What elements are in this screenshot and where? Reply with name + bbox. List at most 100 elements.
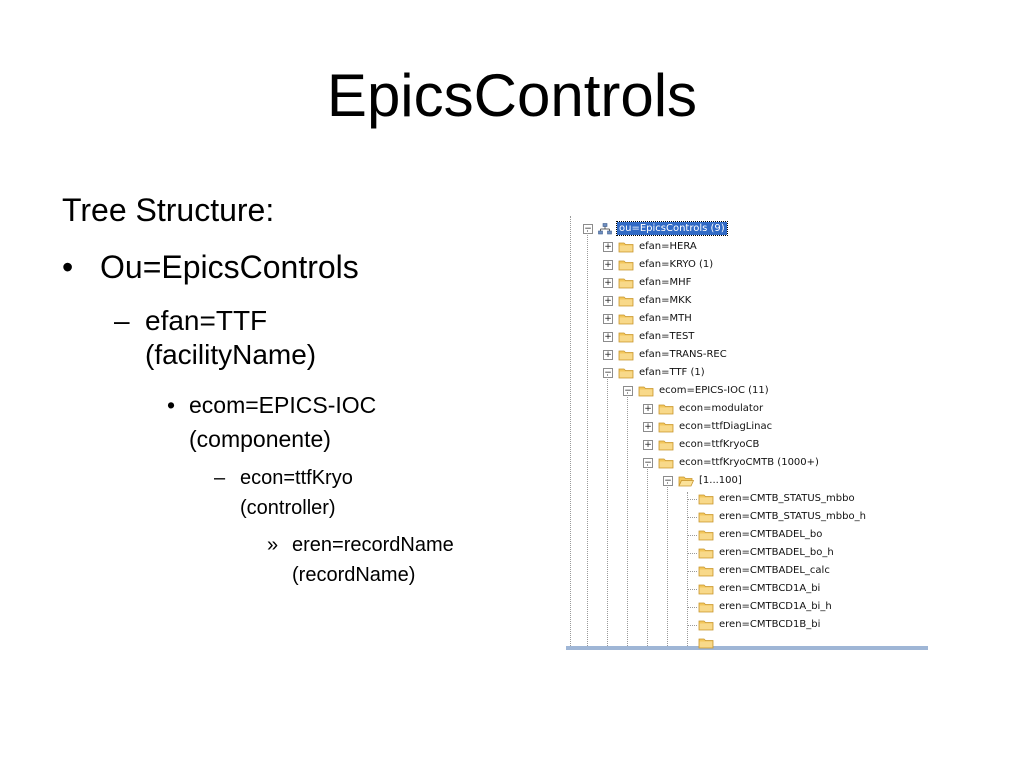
tree-node-facility[interactable]: + efan=KRYO (1) xyxy=(566,256,928,274)
tree-guide-line xyxy=(587,230,588,646)
tree-node-label[interactable]: econ=ttfKryoCB xyxy=(679,439,760,450)
bullet-level3-line1: ecom=EPICS-IOC xyxy=(189,392,377,418)
tree-guide-line xyxy=(667,482,668,646)
tree-node-label[interactable]: ecom=EPICS-IOC (11) xyxy=(659,385,769,396)
expand-toggle-icon[interactable]: + xyxy=(603,242,613,252)
bullet-level1-text: Ou=EpicsControls xyxy=(100,249,359,285)
folder-icon xyxy=(698,493,714,505)
tree-node-label[interactable]: ou=EpicsControls (9) xyxy=(616,221,728,236)
tree-node-label[interactable]: eren=CMTBADEL_calc xyxy=(719,565,830,576)
tree-node-record[interactable]: eren=CMTB_STATUS_mbbo_h xyxy=(566,508,928,526)
tree-node-label[interactable]: efan=TRANS-REC xyxy=(639,349,727,360)
folder-icon xyxy=(618,367,634,379)
bullet-level2-line1: efan=TTF xyxy=(145,305,268,336)
folder-icon xyxy=(618,349,634,361)
tree-node-label[interactable]: econ=ttfDiagLinac xyxy=(679,421,773,432)
tree-node-label[interactable]: efan=MHF xyxy=(639,277,692,288)
expand-toggle-icon[interactable]: + xyxy=(603,260,613,270)
tree-node-label[interactable]: efan=KRYO (1) xyxy=(639,259,714,270)
folder-icon xyxy=(698,547,714,559)
tree-guide-line xyxy=(687,492,688,646)
tree-node-label[interactable]: eren=CMTBCD1A_bi xyxy=(719,583,821,594)
tree-connector xyxy=(687,499,697,500)
folder-icon xyxy=(658,403,674,415)
tree-node-facility[interactable]: + efan=MHF xyxy=(566,274,928,292)
tree-connector xyxy=(687,535,697,536)
tree-node-label[interactable]: efan=HERA xyxy=(639,241,697,252)
tree-node-facility[interactable]: + efan=MTH xyxy=(566,310,928,328)
tree-node-label[interactable]: eren=CMTBCD1B_bi xyxy=(719,619,821,630)
expand-toggle-icon[interactable]: + xyxy=(603,278,613,288)
bullet-marker-5: » xyxy=(267,534,279,556)
tree-connector xyxy=(687,589,697,590)
expand-toggle-icon[interactable]: + xyxy=(643,440,653,450)
folder-icon xyxy=(698,511,714,523)
folder-icon xyxy=(658,457,674,469)
tree-node-root[interactable]: − ou=EpicsControls (9) xyxy=(566,220,928,238)
tree-node-facility[interactable]: + efan=TRANS-REC xyxy=(566,346,928,364)
tree-node-label[interactable]: econ=ttfKryoCMTB (1000+) xyxy=(679,457,819,468)
expand-toggle-icon[interactable]: + xyxy=(643,404,653,414)
collapse-toggle-icon[interactable]: − xyxy=(663,476,673,486)
tree-bottom-border xyxy=(566,646,928,650)
tree-connector xyxy=(687,553,697,554)
tree-node-label[interactable]: eren=CMTBCD1A_bi_h xyxy=(719,601,832,612)
expand-toggle-icon[interactable]: + xyxy=(603,296,613,306)
expand-toggle-icon[interactable]: + xyxy=(603,332,613,342)
ldap-tree-view[interactable]: −ou=EpicsControls (9)+efan=HERA+efan=KRY… xyxy=(566,216,928,650)
collapse-toggle-icon[interactable]: − xyxy=(603,368,613,378)
expand-toggle-icon[interactable]: + xyxy=(603,350,613,360)
tree-node-component[interactable]: − ecom=EPICS-IOC (11) xyxy=(566,382,928,400)
tree-guide-line xyxy=(647,464,648,646)
bullet-heading: Tree Structure: xyxy=(62,192,275,228)
tree-node-record[interactable]: eren=CMTBADEL_bo_h xyxy=(566,544,928,562)
tree-node-record[interactable]: eren=CMTBADEL_bo xyxy=(566,526,928,544)
bullet-level3-line2: (componente) xyxy=(189,426,331,452)
tree-node-controller[interactable]: + econ=ttfKryoCB xyxy=(566,436,928,454)
tree-node-label[interactable]: efan=MKK xyxy=(639,295,692,306)
tree-node-controller[interactable]: + econ=ttfDiagLinac xyxy=(566,418,928,436)
tree-connector xyxy=(687,625,697,626)
tree-node-label[interactable]: [1...100] xyxy=(699,475,742,486)
folder-icon xyxy=(698,565,714,577)
tree-node-record[interactable]: eren=CMTB_STATUS_mbbo xyxy=(566,490,928,508)
tree-node-facility[interactable]: + efan=HERA xyxy=(566,238,928,256)
tree-node-facility[interactable]: + efan=TEST xyxy=(566,328,928,346)
network-icon xyxy=(598,223,614,235)
tree-node-label[interactable]: efan=TTF (1) xyxy=(639,367,705,378)
collapse-toggle-icon[interactable]: − xyxy=(643,458,653,468)
folder-icon xyxy=(698,619,714,631)
tree-guide-line xyxy=(627,392,628,646)
tree-node-label[interactable]: eren=CMTB_STATUS_mbbo_h xyxy=(719,511,866,522)
tree-node-label[interactable]: eren=CMTBADEL_bo_h xyxy=(719,547,834,558)
tree-node-controller[interactable]: + econ=modulator xyxy=(566,400,928,418)
tree-node-record[interactable]: eren=CMTBADEL_calc xyxy=(566,562,928,580)
bullet-level2-line2: (facilityName) xyxy=(145,339,317,370)
tree-node-label[interactable]: econ=modulator xyxy=(679,403,764,414)
folder-icon xyxy=(658,421,674,433)
tree-node-label[interactable]: efan=MTH xyxy=(639,313,692,324)
expand-toggle-icon[interactable]: + xyxy=(643,422,653,432)
tree-node-record[interactable]: eren=CMTBCD1B_bi xyxy=(566,616,928,634)
slide-title: EpicsControls xyxy=(326,62,698,129)
tree-node-record[interactable]: eren=CMTBCD1A_bi xyxy=(566,580,928,598)
folder-icon xyxy=(618,295,634,307)
tree-node-label[interactable]: eren=CMTBADEL_bo xyxy=(719,529,823,540)
collapse-toggle-icon[interactable]: − xyxy=(583,224,593,234)
tree-node-range[interactable]: − [1...100] xyxy=(566,472,928,490)
expand-toggle-icon[interactable]: + xyxy=(603,314,613,324)
tree-guide-line xyxy=(607,374,608,646)
tree-node-facility[interactable]: − efan=TTF (1) xyxy=(566,364,928,382)
tree-node-controller[interactable]: − econ=ttfKryoCMTB (1000+) xyxy=(566,454,928,472)
tree-node-record[interactable]: eren=CMTBCD1A_bi_h xyxy=(566,598,928,616)
tree-connector xyxy=(687,517,697,518)
folder-icon xyxy=(618,313,634,325)
folder-icon xyxy=(658,439,674,451)
tree-connector xyxy=(687,607,697,608)
bullet-marker-4: – xyxy=(214,467,226,489)
tree-node-label[interactable]: efan=TEST xyxy=(639,331,695,342)
collapse-toggle-icon[interactable]: − xyxy=(623,386,633,396)
bullet-level5-line1: eren=recordName xyxy=(292,534,454,556)
tree-node-facility[interactable]: + efan=MKK xyxy=(566,292,928,310)
tree-node-label[interactable]: eren=CMTB_STATUS_mbbo xyxy=(719,493,855,504)
